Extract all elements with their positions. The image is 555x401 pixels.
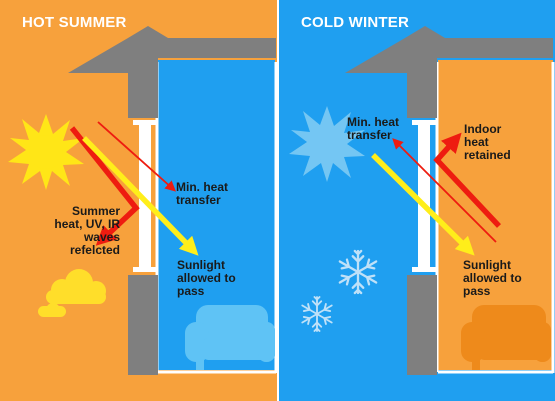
summer-panel: [0, 0, 278, 401]
heat-retained-label: Indoor heat retained: [464, 122, 511, 162]
cloud-icon: [38, 269, 106, 317]
wall-top: [128, 88, 158, 118]
wall-bottom: [407, 275, 437, 375]
reflected-heat-arrow: [69, 126, 140, 246]
summer-sunlight-label: Sunlight allowed to pass: [177, 258, 236, 298]
sofa-icon: [461, 305, 551, 370]
heat-transfer-arrow: [97, 121, 177, 192]
sofa-icon: [185, 305, 275, 370]
winter-title: COLD WINTER: [301, 14, 410, 31]
sunlight-arrow: [82, 136, 199, 256]
winter-panel: [279, 0, 555, 401]
winter-heat-transfer-label: Min. heat transfer: [347, 115, 400, 142]
heat-transfer-arrow: [392, 138, 497, 243]
reflected-heat-label: Summer heat, UV, IR waves refelcted: [54, 204, 120, 257]
roof: [68, 38, 276, 88]
wall-top: [407, 88, 437, 118]
winter-sunlight-label: Sunlight allowed to pass: [463, 258, 522, 298]
sun-icon: [289, 106, 365, 182]
wall-bottom: [128, 275, 158, 375]
retained-heat-arrow: [433, 132, 502, 228]
roof: [345, 38, 553, 88]
window-glass: [139, 120, 151, 270]
sun-icon: [8, 114, 84, 190]
sunlight-arrow: [371, 153, 475, 256]
window-glass: [418, 120, 430, 270]
summer-heat-transfer-label: Min. heat transfer: [176, 180, 229, 207]
summer-title: HOT SUMMER: [22, 14, 127, 31]
